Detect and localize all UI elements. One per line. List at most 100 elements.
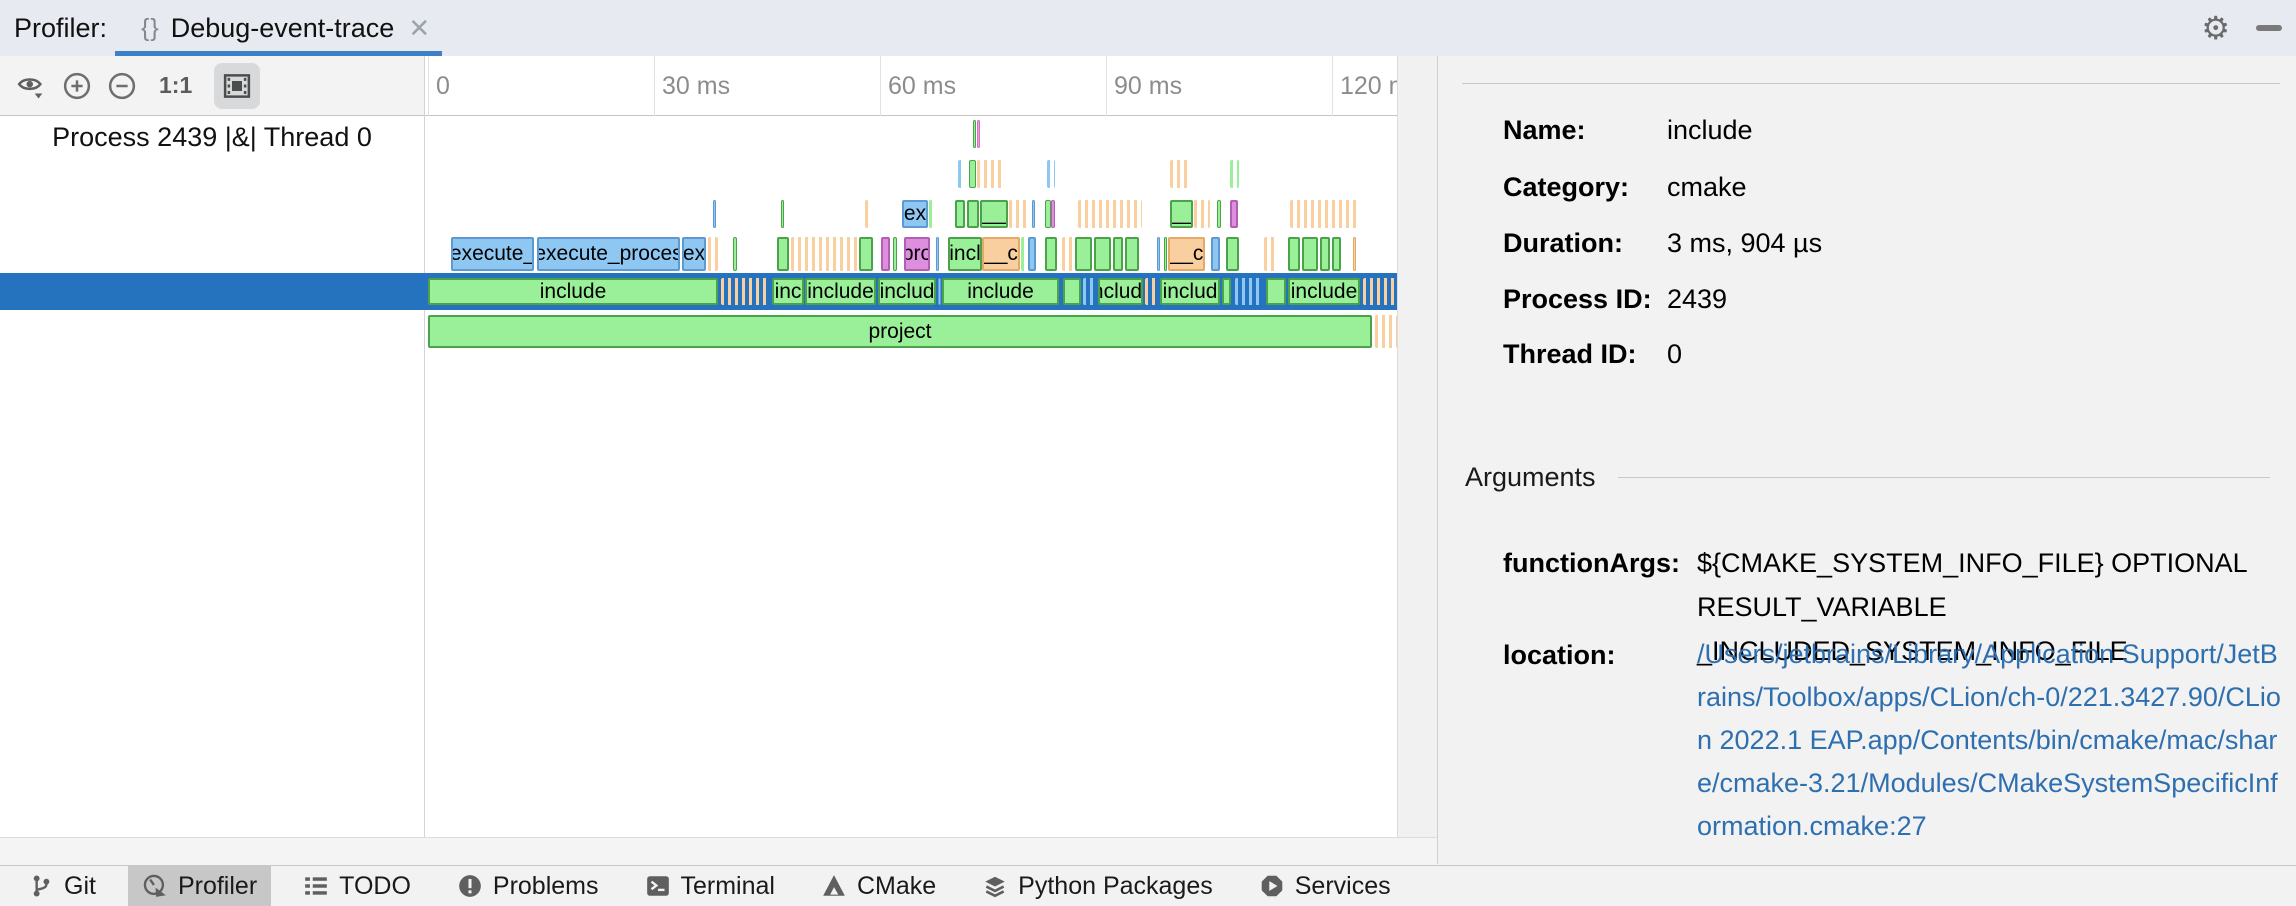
flame-block-includ[interactable]: includ: [878, 278, 936, 305]
flame-block-c[interactable]: __c: [982, 237, 1020, 271]
flame-block-ex[interactable]: ex: [902, 200, 928, 228]
flame-block[interactable]: [1125, 237, 1139, 271]
flame-block[interactable]: [1075, 237, 1092, 271]
flame-block[interactable]: [1363, 278, 1395, 305]
flame-block[interactable]: [958, 160, 964, 188]
flame-block[interactable]: [1266, 278, 1286, 305]
flame-block-[interactable]: __: [1170, 200, 1193, 228]
flame-block[interactable]: [1047, 160, 1055, 188]
selected-thread-row[interactable]: includeincincludeincludincludeincludeinc…: [0, 273, 1397, 310]
zoom-in-icon[interactable]: [62, 71, 92, 101]
flame-block[interactable]: [1211, 237, 1220, 271]
flame-block[interactable]: [1051, 200, 1055, 228]
flame-block-include[interactable]: include: [428, 278, 718, 305]
flame-block[interactable]: [977, 120, 980, 148]
flame-block[interactable]: [977, 160, 1004, 188]
tab-debug-event-trace[interactable]: {} Debug-event-trace ✕: [115, 0, 442, 56]
flame-block[interactable]: [733, 237, 737, 271]
flame-block[interactable]: [1320, 237, 1330, 271]
flame-block[interactable]: [1235, 278, 1262, 305]
flame-graph-canvas[interactable]: ex____execute_execute_procesexproincl__c…: [425, 116, 1397, 837]
flame-block[interactable]: [1332, 237, 1341, 271]
flame-block-execute[interactable]: execute_: [451, 237, 534, 271]
flame-block[interactable]: [893, 237, 897, 271]
flame-block[interactable]: [936, 237, 939, 271]
flame-block[interactable]: [1302, 237, 1318, 271]
flame-block[interactable]: [721, 278, 769, 305]
tool-window-button-git[interactable]: Git: [14, 866, 110, 906]
flame-block[interactable]: [973, 120, 976, 148]
flame-block[interactable]: [1217, 200, 1221, 228]
tool-window-button-problems[interactable]: Problems: [443, 866, 613, 906]
flame-block-include[interactable]: include: [805, 278, 876, 305]
flame-block-[interactable]: __: [980, 200, 1008, 228]
flame-block-include[interactable]: include: [1098, 278, 1143, 305]
flame-block-include[interactable]: include: [942, 278, 1059, 305]
zoom-out-icon[interactable]: [107, 71, 137, 101]
flame-block-includ[interactable]: includ: [1160, 278, 1220, 305]
flame-block[interactable]: [1230, 200, 1238, 228]
panel-divider[interactable]: [424, 56, 425, 864]
flame-block[interactable]: [1226, 237, 1239, 271]
tool-window-button-cmake[interactable]: CMake: [807, 866, 950, 906]
flame-block-include[interactable]: include: [1288, 278, 1360, 305]
flame-block[interactable]: [929, 200, 935, 228]
flame-block[interactable]: [777, 237, 789, 271]
tool-window-button-profiler[interactable]: Profiler: [127, 866, 272, 906]
flame-block[interactable]: [1028, 237, 1036, 271]
chart-scrollbar-track[interactable]: [1397, 56, 1437, 837]
flame-block[interactable]: [1094, 237, 1111, 271]
flame-block[interactable]: [708, 237, 718, 271]
view-options-eye-icon[interactable]: [16, 71, 46, 101]
flame-block[interactable]: [1113, 237, 1123, 271]
flame-block[interactable]: [1145, 278, 1156, 305]
details-panel-divider[interactable]: [1437, 56, 1438, 864]
flame-block-incl[interactable]: incl: [948, 237, 982, 271]
flame-block-project[interactable]: project: [428, 315, 1372, 348]
flame-block-pro[interactable]: pro: [904, 237, 930, 271]
flame-block[interactable]: [781, 200, 784, 228]
tool-window-button-todo[interactable]: TODO: [289, 866, 425, 906]
flame-block[interactable]: [1375, 315, 1397, 348]
flame-block[interactable]: [1063, 278, 1081, 305]
flame-block-c[interactable]: __c: [1168, 237, 1205, 271]
flame-block[interactable]: [1157, 237, 1160, 271]
tab-close-icon[interactable]: ✕: [408, 12, 431, 43]
flame-block[interactable]: [1290, 200, 1357, 228]
flame-block[interactable]: [969, 160, 976, 188]
tool-window-button-terminal[interactable]: Terminal: [631, 866, 789, 906]
flame-block[interactable]: [1264, 237, 1277, 271]
flame-block[interactable]: [1288, 237, 1300, 271]
location-link[interactable]: /Users/jetbrains/Library/Application Sup…: [1697, 639, 2281, 841]
flame-block[interactable]: [1194, 200, 1210, 228]
tool-window-button-python-packages[interactable]: Python Packages: [968, 866, 1227, 906]
minimize-icon[interactable]: [2256, 25, 2282, 31]
flame-block-executeproces[interactable]: execute_proces: [537, 237, 680, 271]
flame-block[interactable]: [1353, 237, 1356, 271]
flame-block[interactable]: [865, 200, 872, 228]
flame-block[interactable]: [1222, 278, 1231, 305]
flame-block[interactable]: [1230, 160, 1239, 188]
flame-block[interactable]: [1170, 160, 1191, 188]
gear-icon[interactable]: ⚙: [2201, 10, 2230, 46]
flame-block[interactable]: [1009, 200, 1027, 228]
reset-zoom-1to1-button[interactable]: 1:1: [159, 72, 193, 98]
flame-block[interactable]: [1045, 237, 1057, 271]
flame-block-ex[interactable]: ex: [682, 237, 706, 271]
flame-block[interactable]: [1062, 237, 1073, 271]
filmstrip-toggle-button[interactable]: [214, 62, 261, 109]
flame-block[interactable]: [1083, 278, 1096, 305]
flame-block[interactable]: [1021, 237, 1027, 271]
flame-block[interactable]: [938, 278, 941, 305]
flame-block[interactable]: [881, 237, 890, 271]
flame-block[interactable]: [859, 237, 873, 271]
flame-block[interactable]: [713, 200, 716, 228]
process-thread-label[interactable]: Process 2439 |&| Thread 0: [52, 122, 372, 152]
tool-window-button-services[interactable]: Services: [1245, 866, 1405, 906]
flame-block[interactable]: [955, 200, 965, 228]
flame-block[interactable]: [1045, 200, 1051, 228]
flame-block[interactable]: [1078, 200, 1142, 228]
flame-block[interactable]: [791, 237, 858, 271]
flame-block[interactable]: [1032, 200, 1035, 228]
